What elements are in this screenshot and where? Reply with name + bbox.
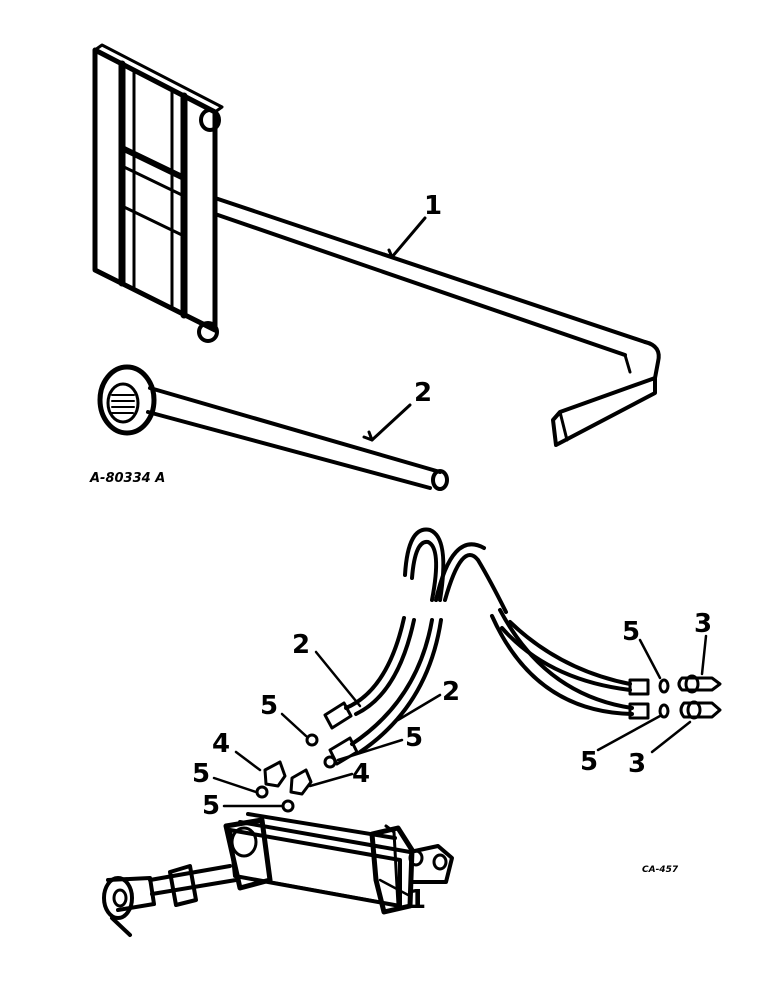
hose-assembly: [323, 527, 650, 766]
callout-coupler-bottom: 3: [628, 749, 646, 779]
seal-coupler-top: [658, 678, 670, 694]
lower-figure: 2 2 3 3 4 4 5 5 5 5 5 5 1 CA-457: [102, 527, 722, 937]
coupler-top: [677, 676, 722, 692]
leader-seal-hose-upper: [280, 712, 308, 738]
callout-frame: 1: [424, 191, 442, 221]
leader-seal-hose-lower: [336, 738, 404, 762]
leader-coupler-top: [700, 634, 708, 676]
callout-seal-coupler-bottom: 5: [580, 747, 598, 777]
elbow-group: [263, 760, 313, 796]
leader-hose-right: [396, 693, 442, 722]
callout-seal-hose-lower: 5: [405, 723, 423, 753]
callout-seal-hose-upper: 5: [260, 691, 278, 721]
coupler-bottom: [679, 701, 722, 719]
elbow-bottom: [289, 768, 313, 796]
callout-hose-left: 2: [292, 630, 310, 660]
leader-cylinder: [378, 878, 412, 898]
seal-coupler-bottom: [658, 703, 670, 719]
seal-hose-upper: [305, 733, 319, 747]
callout-seal-coupler-top: 5: [622, 617, 640, 647]
leader-frame: [390, 216, 427, 259]
upper-figure: 1 2 A-80334 A: [89, 43, 661, 491]
callout-elbow-bottom: 4: [352, 759, 370, 789]
leader-coupler-bottom: [650, 720, 692, 754]
leader-seal-coupler-top: [638, 638, 662, 680]
callout-elbow-top: 4: [212, 729, 230, 759]
lower-leaders: [212, 634, 708, 898]
figure-code-upper: A-80334 A: [89, 471, 165, 486]
upper-leaders: [362, 216, 427, 442]
leader-wrench: [370, 403, 412, 442]
callout-seal-elbow-lower: 5: [202, 791, 220, 821]
leader-hose-left: [314, 650, 362, 708]
figure-code-lower: CA-457: [642, 865, 679, 875]
callout-wrench: 2: [414, 378, 432, 408]
seal-elbow-upper: [255, 785, 269, 799]
leader-elbow-bottom: [308, 772, 354, 788]
leader-seal-coupler-bottom: [596, 714, 662, 752]
wrench-part: [97, 364, 449, 491]
leader-seal-elbow-upper: [212, 776, 258, 794]
leader-elbow-top: [234, 750, 262, 772]
elbow-top: [263, 760, 287, 788]
cylinder-part: [102, 812, 454, 937]
callout-coupler-top: 3: [694, 609, 712, 639]
callout-seal-elbow-upper: 5: [192, 759, 210, 789]
callout-cylinder: 1: [408, 885, 426, 915]
coupler-group: [677, 674, 722, 720]
seal-elbow-lower: [281, 799, 295, 813]
seal-hose-lower: [323, 755, 337, 769]
frame-part: [92, 43, 661, 447]
callout-hose-right: 2: [442, 677, 460, 707]
